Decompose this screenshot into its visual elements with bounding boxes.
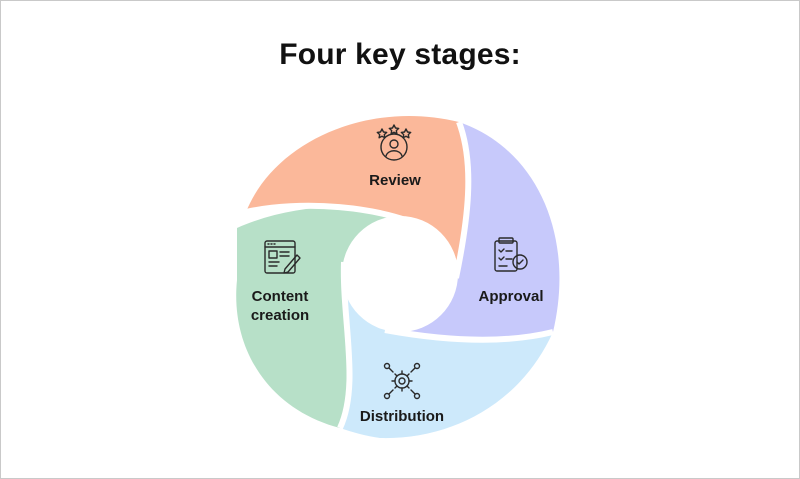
network-gear-icon [383, 362, 421, 400]
stage-label-content-line2: creation [251, 307, 309, 324]
stage-label-content-line1: Content [252, 288, 309, 305]
separator [453, 120, 472, 279]
segment-approval [393, 122, 560, 340]
checklist-approved-icon [494, 237, 528, 272]
stage-label-distribution: Distribution [360, 408, 444, 425]
separator [384, 327, 554, 343]
stage-label-approval: Approval [478, 288, 543, 305]
segment-review [246, 115, 468, 271]
rating-user-icon [376, 124, 412, 161]
segment-content-creation [236, 207, 420, 428]
document-edit-icon [264, 240, 301, 274]
segment-distribution [340, 270, 553, 439]
page-title: Four key stages: [279, 38, 521, 71]
center-hole [342, 216, 458, 332]
stage-label-review: Review [369, 172, 421, 189]
